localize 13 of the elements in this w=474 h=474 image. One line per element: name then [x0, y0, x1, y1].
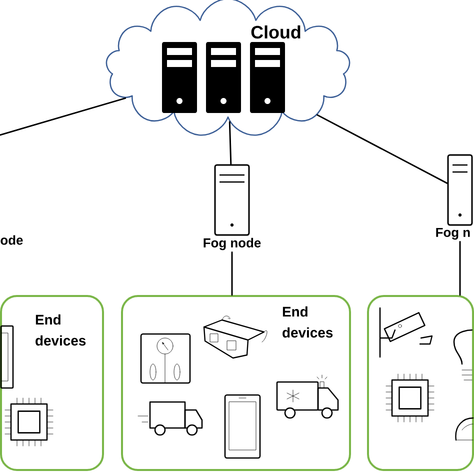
connector-line	[0, 97, 126, 136]
device-group-box	[367, 295, 474, 471]
device-group-box: End devices	[0, 295, 104, 471]
connector-line	[231, 252, 233, 296]
device-group-box: End devices	[121, 295, 351, 471]
connector-line	[316, 114, 448, 184]
node-label: Fog node	[204, 238, 261, 250]
partial-label: ode	[0, 235, 23, 245]
connector-line	[459, 241, 461, 296]
fog-server: Fog node	[204, 164, 261, 250]
fog-server: Fog n	[436, 154, 473, 240]
cloud: Cloud	[106, 0, 350, 136]
node-label: Fog n	[436, 228, 470, 240]
